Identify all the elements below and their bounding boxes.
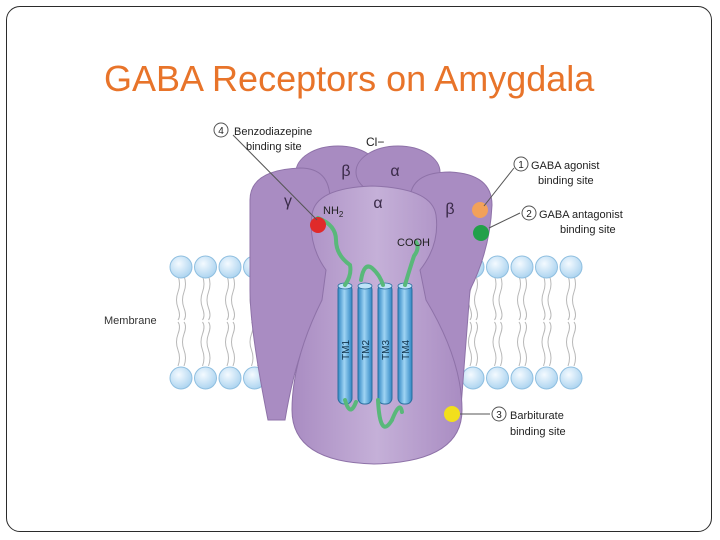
gaba-antagonist-site-dot bbox=[473, 225, 489, 241]
lipid-head bbox=[535, 255, 558, 279]
subunit-label-beta-top: β bbox=[341, 163, 350, 180]
callout-barbiturate: 3 Barbiturate binding site bbox=[491, 406, 566, 438]
amino-terminus-label: NH2 bbox=[323, 205, 344, 219]
svg-text:Benzodiazepine: Benzodiazepine bbox=[234, 126, 312, 138]
lipid-head bbox=[194, 366, 217, 390]
helix-cap bbox=[377, 282, 393, 290]
callout-gaba-antagonist: 2 GABA antagonist binding site bbox=[521, 205, 623, 236]
helix-cap bbox=[357, 282, 373, 290]
subunit-label-beta-right: β bbox=[445, 201, 454, 218]
lipid-head bbox=[510, 366, 534, 390]
svg-text:binding site: binding site bbox=[510, 426, 566, 438]
membrane-label: Membrane bbox=[104, 315, 157, 327]
lipid-head bbox=[194, 255, 217, 279]
peptide-chain bbox=[316, 216, 420, 429]
chloride-ion-label: Cl− bbox=[366, 135, 384, 149]
lipid-head bbox=[559, 255, 583, 279]
callout-gaba-agonist: 1 GABA agonist binding site bbox=[513, 156, 600, 187]
helix-label: TM1 bbox=[341, 340, 352, 360]
subunit-label-alpha-center: α bbox=[373, 195, 382, 212]
svg-text:2: 2 bbox=[526, 209, 532, 220]
lipid-head bbox=[218, 255, 242, 279]
lipid-head bbox=[510, 255, 534, 279]
subunit-label-gamma: γ bbox=[284, 193, 292, 210]
svg-text:GABA agonist: GABA agonist bbox=[531, 160, 600, 172]
lipid-bilayer bbox=[169, 255, 583, 390]
barbiturate-site-dot bbox=[444, 406, 460, 422]
svg-text:Barbiturate: Barbiturate bbox=[510, 410, 564, 422]
lipid-head bbox=[535, 366, 558, 390]
callout-benzodiazepine: 4 Benzodiazepine binding site bbox=[213, 122, 312, 153]
lipid-head bbox=[461, 366, 485, 390]
svg-text:4: 4 bbox=[218, 126, 224, 137]
svg-text:binding site: binding site bbox=[560, 224, 616, 236]
svg-text:GABA antagonist: GABA antagonist bbox=[539, 209, 623, 221]
svg-text:binding site: binding site bbox=[538, 175, 594, 187]
carboxyl-terminus-label: COOH bbox=[397, 237, 430, 249]
receptor-protein bbox=[249, 145, 493, 465]
helix-label: TM4 bbox=[401, 340, 412, 360]
helix-label: TM3 bbox=[381, 340, 392, 360]
lipid-head bbox=[559, 366, 583, 390]
svg-text:binding site: binding site bbox=[246, 141, 302, 153]
benzodiazepine-site-dot bbox=[310, 217, 326, 233]
lipid-head bbox=[486, 255, 509, 279]
lipid-head bbox=[169, 255, 193, 279]
lipid-head bbox=[218, 366, 242, 390]
slide-title: GABA Receptors on Amygdala bbox=[104, 58, 595, 99]
lipid-head bbox=[486, 366, 509, 390]
svg-text:1: 1 bbox=[518, 160, 524, 171]
callout-lines bbox=[232, 134, 521, 415]
helix-label: TM2 bbox=[361, 340, 372, 360]
lipid-head bbox=[169, 366, 193, 390]
subunit-label-alpha-top: α bbox=[390, 163, 399, 180]
svg-text:3: 3 bbox=[496, 410, 502, 421]
